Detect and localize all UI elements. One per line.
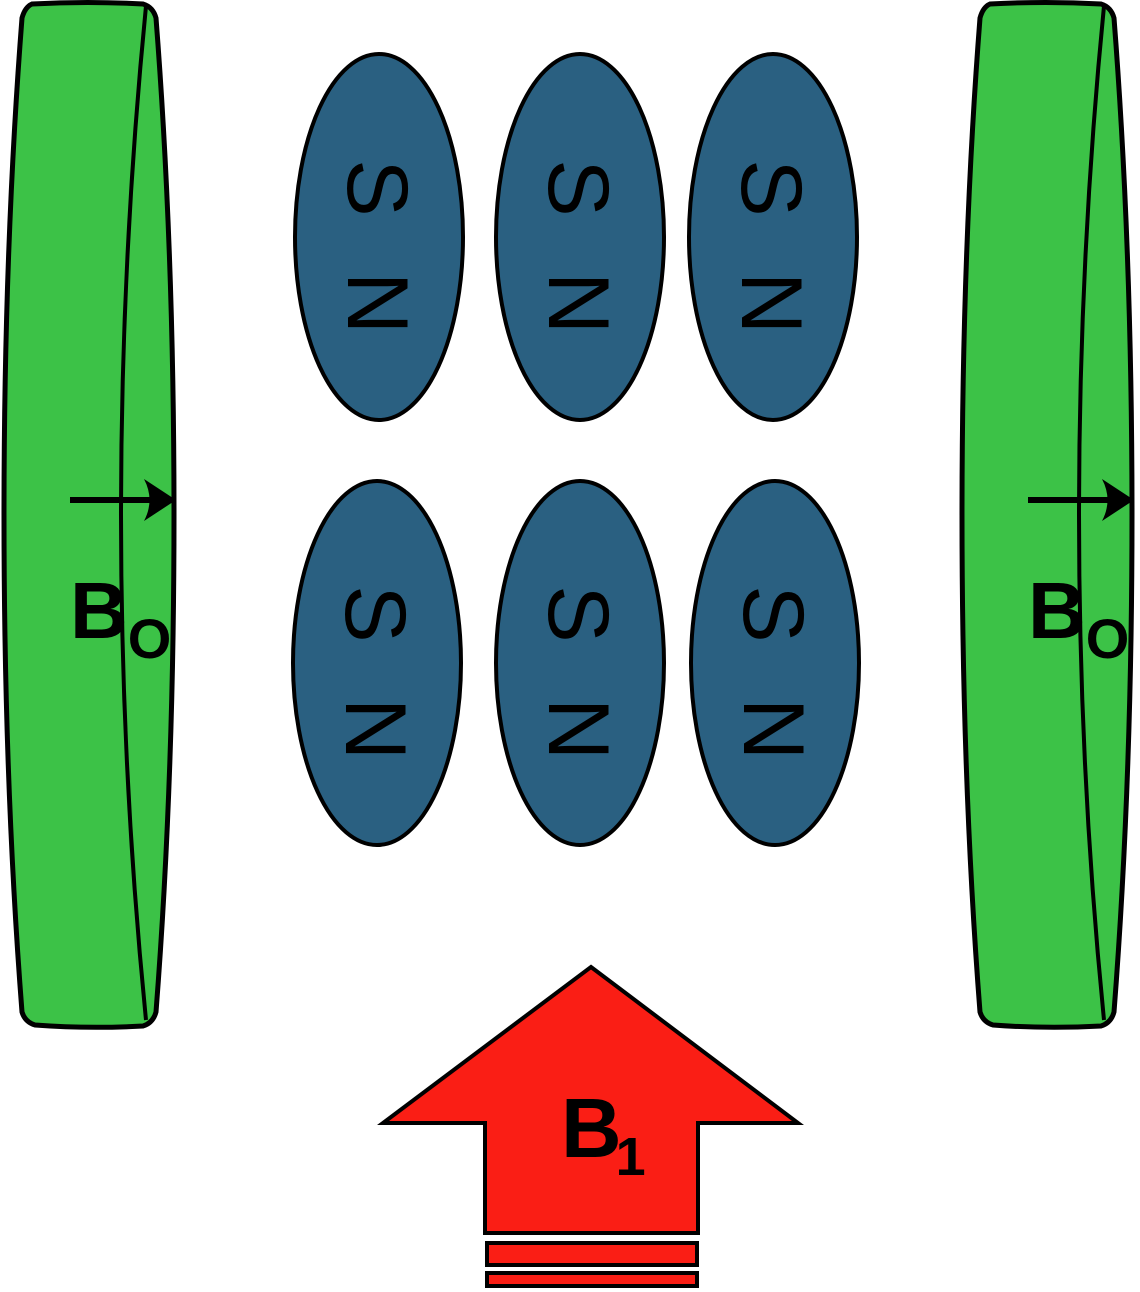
magnet-body bbox=[689, 479, 861, 847]
magnet-body bbox=[687, 52, 859, 422]
b0-label-left: BO bbox=[70, 566, 171, 670]
b0-label-right: BO bbox=[1028, 566, 1129, 670]
magnet-body bbox=[291, 479, 463, 847]
b1-pulse-bar bbox=[485, 1241, 699, 1267]
pole-s-label: S bbox=[530, 159, 626, 216]
spin-magnet-6: S N bbox=[689, 479, 861, 847]
coil-body bbox=[959, 0, 1135, 1030]
pole-n-label: N bbox=[530, 698, 626, 760]
b0-direction-arrowhead-icon bbox=[1102, 479, 1134, 521]
pole-n-label: N bbox=[725, 698, 821, 760]
spin-magnet-5: S N bbox=[494, 479, 666, 847]
pole-n-label: N bbox=[329, 272, 425, 334]
b0-label-base: B bbox=[1028, 566, 1086, 655]
b1-label: B1 bbox=[561, 1081, 646, 1187]
spin-magnet-2: S N bbox=[494, 52, 666, 422]
b0-coil-right: BO bbox=[959, 0, 1135, 1030]
pole-s-label: S bbox=[329, 159, 425, 216]
pole-n-label: N bbox=[530, 272, 626, 334]
pole-s-label: S bbox=[327, 585, 423, 642]
spin-magnet-1: S N bbox=[293, 52, 465, 422]
spin-magnet-4: S N bbox=[291, 479, 463, 847]
b1-label-subscript: 1 bbox=[616, 1127, 646, 1187]
b0-label-subscript: O bbox=[1086, 607, 1130, 670]
magnet-body bbox=[293, 52, 465, 422]
b0-label-base: B bbox=[70, 566, 128, 655]
pole-s-label: S bbox=[725, 585, 821, 642]
coil-rim-line bbox=[1076, 5, 1106, 1021]
b0-label-subscript: O bbox=[128, 607, 172, 670]
pole-n-label: N bbox=[327, 698, 423, 760]
b1-pulse-bar bbox=[485, 1271, 699, 1288]
pole-n-label: N bbox=[723, 272, 819, 334]
b1-label-base: B bbox=[561, 1081, 622, 1175]
spin-magnet-grid: S N S N S N S N S N S N bbox=[291, 52, 861, 847]
magnet-body bbox=[494, 52, 666, 422]
magnet-body bbox=[494, 479, 666, 847]
pole-s-label: S bbox=[723, 159, 819, 216]
b0-direction-arrowhead-icon bbox=[144, 479, 176, 521]
b1-up-arrow-icon bbox=[377, 964, 804, 1235]
coil-rim-line bbox=[118, 5, 148, 1021]
pole-s-label: S bbox=[530, 585, 626, 642]
coil-body bbox=[1, 0, 177, 1030]
b0-coil-left: BO bbox=[1, 0, 177, 1030]
spin-magnet-3: S N bbox=[687, 52, 859, 422]
b1-rf-pulse: B1 bbox=[377, 964, 804, 1288]
